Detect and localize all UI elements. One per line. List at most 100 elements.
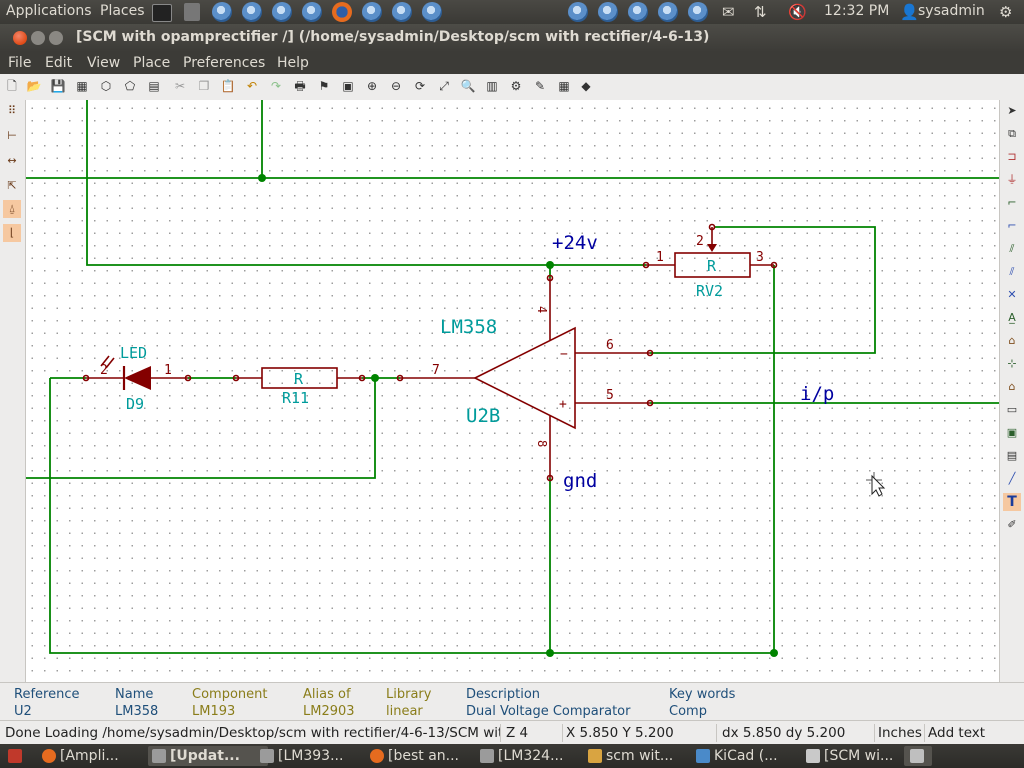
hidden-pins-icon[interactable]: ⍙ [3,200,21,218]
hierarchical-label-icon[interactable]: ⌂ [1008,380,1016,393]
top-panel: Applications Places ✉ ⇅ 🔇 12:32 PM 👤 sys… [0,0,1024,24]
wire-45-icon[interactable]: ⌊ [3,224,21,242]
tray-app-icon[interactable] [568,2,588,22]
gear-icon[interactable]: ⚙ [999,3,1013,21]
launcher-blue-icon[interactable] [302,2,322,22]
print-icon[interactable]: 🖶 [294,79,306,93]
taskbar-item[interactable]: [best an... [366,746,492,766]
junction-icon[interactable]: ⊹ [1007,357,1017,370]
add-wire-icon[interactable]: ⌐ [1007,196,1017,209]
menu-preferences[interactable]: Preferences [183,55,266,71]
launcher-blue-icon[interactable] [392,2,412,22]
undo-icon[interactable]: ↶ [246,79,258,93]
hierarchical-sheet-icon[interactable]: ▭ [1006,403,1018,416]
schematic-drawing[interactable]: +24v gnd i/p LM358 U2B R R11 R RV2 LED D… [26,100,999,682]
launcher-blue-icon[interactable] [272,2,292,22]
library-browser-icon[interactable]: ▤ [148,79,160,93]
bus-bus-entry-icon[interactable]: ⫽ [1009,265,1015,278]
open-schematic-icon[interactable]: 📂 [26,79,42,93]
new-schematic-icon[interactable]: 🗋 [7,79,17,93]
library-editor-icon[interactable]: ⬠ [124,79,136,93]
find-icon[interactable]: 🔍 [460,79,476,93]
maximize-window-button[interactable] [49,31,63,45]
launcher-blue-icon[interactable] [362,2,382,22]
rv2-ref: RV2 [696,282,723,300]
net-label-icon[interactable]: A̲ [1008,311,1016,324]
save-icon[interactable]: ▦ [76,79,88,93]
zoom-fit-icon[interactable]: ⤢ [439,79,449,93]
tray-app-icon[interactable] [598,2,618,22]
import-sheet-pin-icon[interactable]: ▣ [1006,426,1018,439]
led-d9-body [124,366,151,390]
volume-muted-icon[interactable]: 🔇 [788,3,807,21]
taskbar-item[interactable]: [Ampli... [38,746,160,766]
taskbar-item[interactable]: [LM324... [476,746,598,766]
menu-view[interactable]: View [87,55,121,71]
show-desktop-button[interactable] [2,746,30,766]
no-connect-icon[interactable]: ✕ [1007,288,1017,301]
tray-app-icon[interactable] [688,2,708,22]
wire-bus-entry-icon[interactable]: ⫽ [1009,242,1015,255]
workspace-switcher[interactable] [904,746,932,766]
launcher-blue-icon[interactable] [422,2,442,22]
bom-icon[interactable]: ✎ [534,79,546,93]
taskbar-item[interactable]: [LM393... [256,746,378,766]
netlist-icon[interactable]: ▥ [486,79,498,93]
cursor-shape-icon[interactable]: ⇱ [7,179,17,192]
firefox-icon[interactable] [332,2,352,22]
status-zoom: Z 4 [503,724,563,742]
user-name[interactable]: sysadmin [918,3,985,19]
zoom-out-icon[interactable]: ⊖ [390,79,402,93]
taskbar-item[interactable]: KiCad (... [692,746,814,766]
select-arrow-icon[interactable]: ➤ [1007,104,1017,117]
grid-toggle-icon[interactable]: ⠿ [7,104,17,117]
annotate-icon[interactable]: ⚑ [318,79,330,93]
backannotate-icon[interactable]: ▦ [558,79,570,93]
add-image-icon[interactable]: ✐ [1007,518,1017,531]
menu-help[interactable]: Help [277,55,309,71]
units-inch-icon[interactable]: ⊢ [7,129,17,142]
cut-icon[interactable]: ✂ [174,79,186,93]
terminal-icon[interactable] [152,4,172,22]
zoom-in-icon[interactable]: ⊕ [366,79,378,93]
add-bus-icon[interactable]: ⌐ [1007,219,1017,232]
add-text-icon[interactable]: T [1003,493,1021,511]
redraw-icon[interactable]: ⟳ [414,79,426,93]
mail-icon[interactable]: ✉ [722,3,735,21]
menu-file[interactable]: File [8,55,32,71]
window-title-bar[interactable]: [SCM with opamprectifier /] (/home/sysad… [0,24,1024,52]
menu-edit[interactable]: Edit [45,55,73,71]
paste-icon[interactable]: 📋 [220,79,236,93]
network-icon[interactable]: ⇅ [754,3,767,21]
redo-icon[interactable]: ↷ [270,79,282,93]
units-mm-icon[interactable]: ↔ [7,154,17,167]
pcbnew-icon[interactable]: ◆ [581,79,591,93]
graphic-line-icon[interactable]: ╱ [1008,472,1016,485]
menu-place[interactable]: Place [133,55,171,71]
copy-icon[interactable]: ❐ [198,79,210,93]
sheet-settings-icon[interactable]: ⬡ [100,79,112,93]
sheet-pin-icon[interactable]: ▤ [1006,449,1018,462]
save-project-icon[interactable]: 💾 [50,79,66,93]
cvpcb-icon[interactable]: ⚙ [510,79,522,93]
erc-icon[interactable]: ▣ [342,79,354,93]
add-component-icon[interactable]: ⊐ [1007,150,1017,163]
taskbar-item[interactable]: [Updat... [148,746,268,766]
launcher-blue-icon[interactable] [242,2,262,22]
global-label-icon[interactable]: ⌂ [1008,334,1016,347]
hierarchy-navigator-icon[interactable]: ⧉ [1008,127,1016,140]
tray-app-icon[interactable] [628,2,648,22]
clock[interactable]: 12:32 PM [824,3,890,19]
launcher-blue-icon[interactable] [212,2,232,22]
calculator-icon[interactable] [184,3,200,21]
minimize-window-button[interactable] [31,31,45,45]
close-window-button[interactable] [13,31,27,45]
places-menu[interactable]: Places [100,3,145,19]
taskbar-item[interactable]: [SCM wi... [802,746,924,766]
schematic-canvas[interactable]: +24v gnd i/p LM358 U2B R R11 R RV2 LED D… [26,100,999,682]
taskbar-item[interactable]: scm wit... [584,746,706,766]
add-power-icon[interactable]: ⏚ [1006,173,1018,186]
tray-app-icon[interactable] [658,2,678,22]
applications-menu[interactable]: Applications [6,3,92,19]
wires [26,100,999,654]
